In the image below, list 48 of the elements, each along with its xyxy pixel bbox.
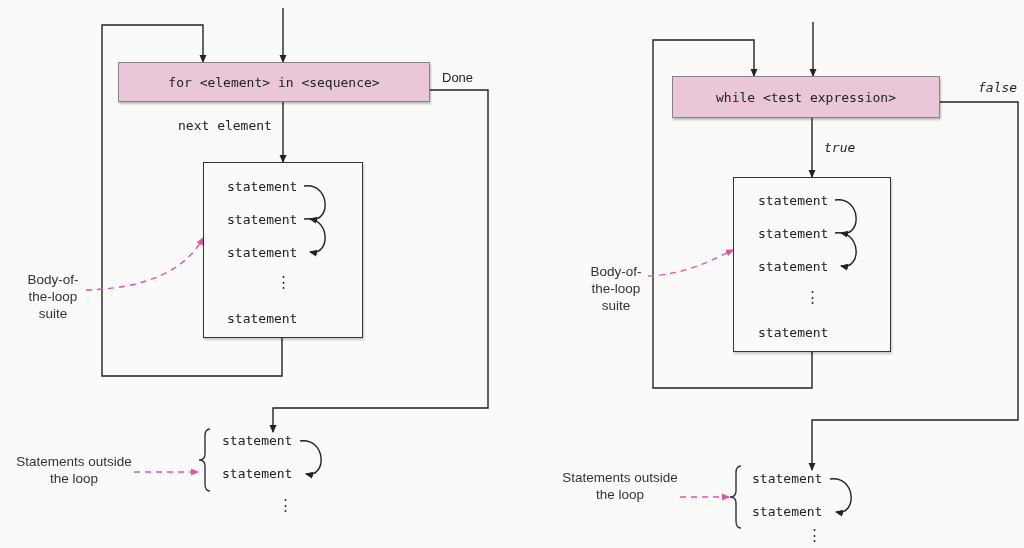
annotation-text: Statements outside the loop	[560, 470, 680, 506]
loop-body-box	[733, 177, 891, 352]
curly-brace	[729, 465, 743, 529]
ellipsis-dots: ⋮	[807, 528, 822, 543]
arrow	[279, 7, 287, 63]
statement-text: statement	[227, 178, 307, 196]
arrow	[808, 101, 1019, 471]
ellipsis-dots: ⋮	[278, 498, 293, 513]
arrow	[101, 24, 283, 377]
edge-label: false	[976, 80, 1020, 95]
edge-label: Done	[440, 70, 476, 85]
arrow	[279, 101, 287, 163]
loop-header-box: while <test expression>	[672, 76, 940, 118]
annotation-text: Body-of-the-loop suite	[584, 264, 648, 324]
annotation-text: Statements outside the loop	[14, 454, 134, 490]
statement-text: statement	[758, 192, 838, 210]
statement-text: statement	[227, 211, 307, 229]
edge-label: next element	[176, 118, 274, 133]
dashed-arrow	[133, 468, 199, 476]
loop-header-box: for <element> in <sequence>	[118, 62, 430, 102]
statement-text: statement	[227, 244, 307, 262]
ellipsis-dots: ⋮	[803, 290, 821, 305]
statement-text: statement	[752, 503, 832, 521]
statement-text: statement	[227, 310, 307, 328]
statement-text: statement	[222, 465, 302, 483]
statement-text: statement	[752, 470, 832, 488]
arrow	[652, 39, 813, 389]
ellipsis-dots: ⋮	[274, 275, 292, 290]
edge-label: true	[822, 140, 858, 155]
arrow	[269, 89, 489, 433]
curved-arrow	[834, 199, 857, 237]
curved-arrow	[299, 440, 322, 478]
curved-arrow	[303, 185, 326, 223]
loop-body-box	[203, 162, 363, 338]
statement-text: statement	[758, 258, 838, 276]
dashed-arrow	[647, 249, 734, 277]
curved-arrow	[834, 232, 857, 270]
curly-brace	[198, 428, 212, 492]
statement-text: statement	[222, 432, 302, 450]
curved-arrow	[303, 218, 326, 256]
dashed-arrow	[679, 493, 730, 501]
arrow	[808, 117, 816, 178]
annotation-text: Body-of-the-loop suite	[20, 272, 86, 332]
arrow	[809, 21, 817, 77]
statement-text: statement	[758, 225, 838, 243]
curved-arrow	[829, 478, 852, 516]
dashed-arrow	[85, 237, 204, 291]
statement-text: statement	[758, 324, 838, 342]
